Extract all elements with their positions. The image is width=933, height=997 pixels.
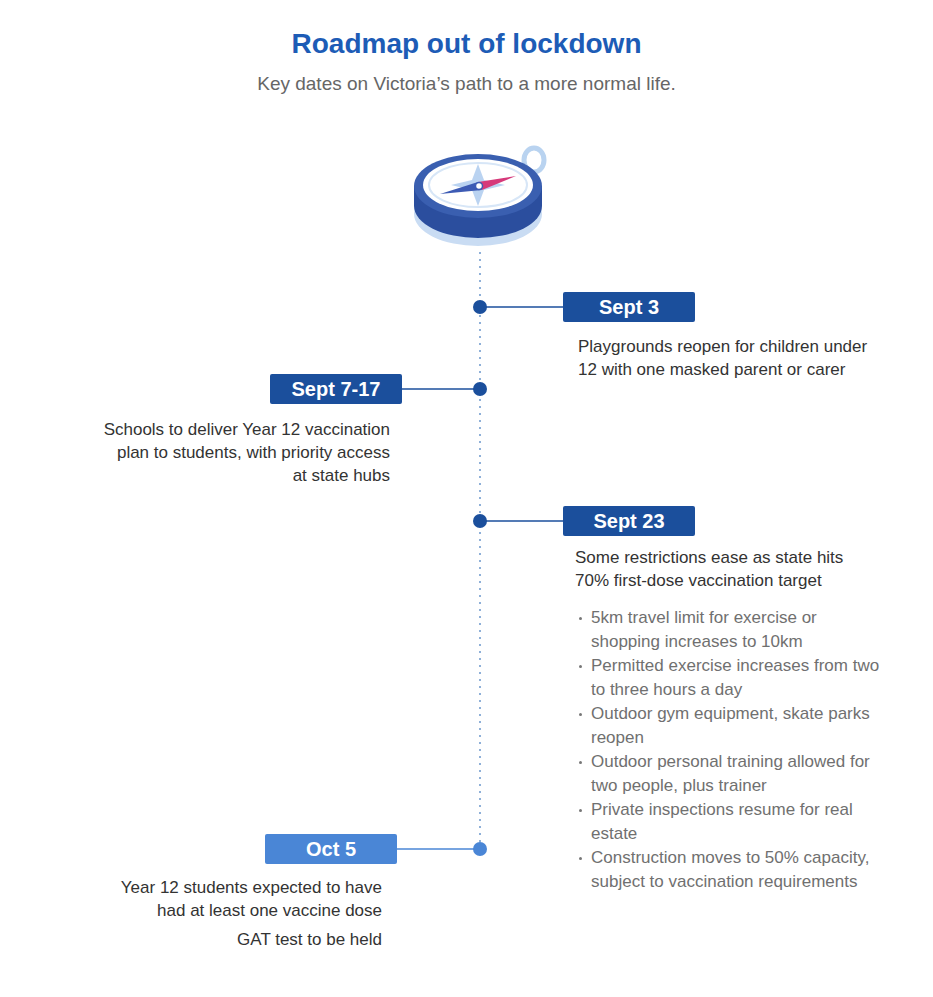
entry-description: Year 12 students expected to have had at… bbox=[92, 876, 382, 922]
compass-icon bbox=[414, 148, 544, 246]
date-box: Sept 3 bbox=[563, 292, 695, 322]
title: Roadmap out of lockdown bbox=[0, 26, 933, 62]
bullet-item: Permitted exercise increases from two to… bbox=[575, 654, 881, 702]
entry-description: Playgrounds reopen for children under 12… bbox=[578, 335, 868, 381]
timeline-entry: Sept 7-17Schools to deliver Year 12 vacc… bbox=[72, 374, 402, 487]
timeline-entry: Sept 3 Playgrounds reopen for children un… bbox=[563, 292, 893, 381]
bullet-item: 5km travel limit for exercise or shoppin… bbox=[575, 606, 881, 654]
compass-pivot bbox=[476, 183, 483, 190]
date-box: Oct 5 bbox=[265, 834, 397, 864]
timeline-dot bbox=[473, 382, 487, 396]
compass-rim bbox=[414, 154, 542, 218]
bullet-text: Private inspections resume for real esta… bbox=[591, 798, 881, 846]
date-box: Sept 7-17 bbox=[270, 374, 402, 404]
compass-star bbox=[451, 164, 505, 206]
bullet-item: Outdoor gym equipment, skate parks reope… bbox=[575, 702, 881, 750]
bullet-dot bbox=[579, 809, 582, 812]
bullet-dot bbox=[579, 857, 582, 860]
timeline-entry: Oct 5 Year 12 students expected to have h… bbox=[67, 834, 397, 951]
entry-description: Some restrictions ease as state hits 70%… bbox=[575, 546, 865, 592]
compass-needle-north bbox=[478, 176, 516, 190]
timeline-entry: Sept 23 Some restrictions ease as state h… bbox=[563, 506, 893, 894]
bullet-text: Outdoor personal training allowed for tw… bbox=[591, 750, 881, 798]
timeline-dot bbox=[473, 514, 487, 528]
bullet-dot bbox=[579, 761, 582, 764]
entry-description: Schools to deliver Year 12 vaccination p… bbox=[100, 418, 390, 487]
leader-line bbox=[397, 848, 480, 850]
bullet-text: Construction moves to 50% capacity, subj… bbox=[591, 846, 881, 894]
bullet-item: Outdoor personal training allowed for tw… bbox=[575, 750, 881, 798]
compass-face bbox=[423, 159, 533, 211]
subtitle: Key dates on Victoria’s path to a more n… bbox=[0, 71, 933, 97]
leader-line bbox=[480, 520, 563, 522]
date-box: Sept 23 bbox=[563, 506, 695, 536]
leader-line bbox=[402, 388, 480, 390]
compass-inner-ring bbox=[429, 163, 527, 207]
bullet-text: Outdoor gym equipment, skate parks reope… bbox=[591, 702, 881, 750]
timeline-line bbox=[479, 252, 481, 846]
bullet-dot bbox=[579, 617, 582, 620]
compass-needle-south bbox=[440, 182, 482, 194]
timeline-dot bbox=[473, 842, 487, 856]
timeline-dot bbox=[473, 300, 487, 314]
bullet-item: Private inspections resume for real esta… bbox=[575, 798, 881, 846]
leader-line bbox=[480, 306, 563, 308]
bullet-item: Construction moves to 50% capacity, subj… bbox=[575, 846, 881, 894]
bullet-text: Permitted exercise increases from two to… bbox=[591, 654, 881, 702]
bullet-dot bbox=[579, 665, 582, 668]
bullet-text: 5km travel limit for exercise or shoppin… bbox=[591, 606, 881, 654]
bullet-dot bbox=[579, 713, 582, 716]
entry-description: GAT test to be held bbox=[92, 928, 382, 951]
